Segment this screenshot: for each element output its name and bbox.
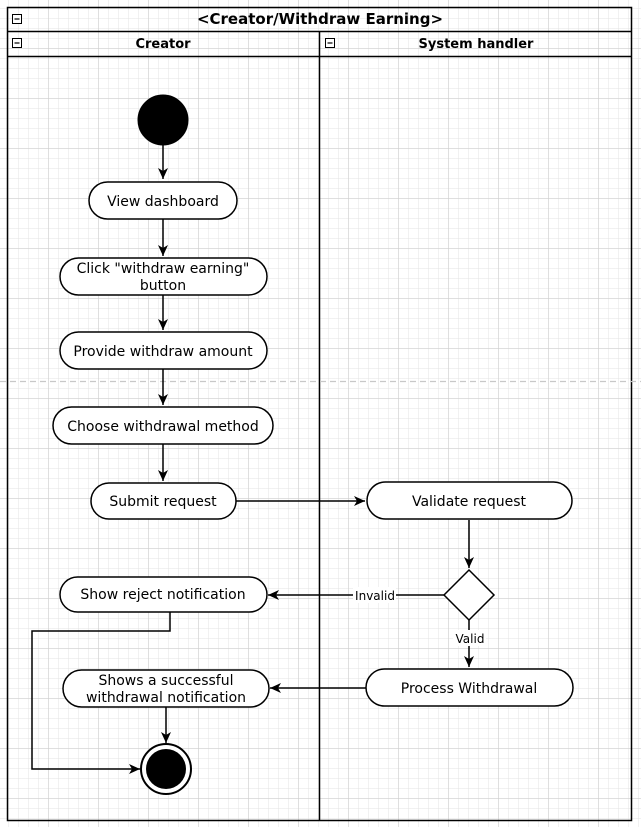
activity-show-success-label-line2: withdrawal notification: [86, 690, 246, 706]
start-node[interactable]: [137, 94, 189, 146]
activity-click-withdraw-label-line1: Click "withdraw earning": [77, 261, 250, 277]
edge-label-valid: Valid: [456, 632, 485, 646]
diagram-frame: [6, 6, 633, 822]
activity-submit-request[interactable]: Submit request: [90, 482, 237, 520]
creator-lane-collapse-icon[interactable]: [12, 38, 22, 48]
activity-choose-method-label: Choose withdrawal method: [67, 419, 259, 435]
edge-reject-to-end: [31, 612, 171, 774]
activity-submit-request-label: Submit request: [109, 494, 217, 510]
activity-show-success-label-line1: Shows a successful: [98, 673, 233, 689]
activity-view-dashboard[interactable]: View dashboard: [88, 181, 238, 220]
activity-process-withdrawal[interactable]: Process Withdrawal: [365, 668, 574, 707]
lane-creator-label: Creator: [135, 37, 191, 52]
activity-show-reject-label: Show reject notification: [80, 587, 245, 603]
activity-click-withdraw-button[interactable]: Click "withdraw earning" button: [59, 257, 268, 296]
activity-choose-withdrawal-method[interactable]: Choose withdrawal method: [52, 406, 274, 445]
activity-click-withdraw-label-line2: button: [140, 278, 186, 294]
end-node[interactable]: [140, 743, 192, 795]
activity-validate-request[interactable]: Validate request: [366, 481, 573, 520]
system-lane-collapse-icon[interactable]: [325, 38, 335, 48]
activity-view-dashboard-label: View dashboard: [107, 194, 219, 210]
diagram-title: <Creator/Withdraw Earning>: [197, 10, 443, 28]
activity-provide-amount-label: Provide withdraw amount: [73, 344, 253, 360]
title-collapse-icon[interactable]: [12, 14, 22, 24]
activity-validate-request-label: Validate request: [412, 494, 527, 510]
activity-process-withdrawal-label: Process Withdrawal: [401, 681, 538, 697]
activity-show-success-notification[interactable]: Shows a successful withdrawal notificati…: [62, 669, 270, 708]
lane-system-label: System handler: [419, 37, 535, 52]
activity-show-reject-notification[interactable]: Show reject notification: [59, 576, 268, 613]
activity-provide-withdraw-amount[interactable]: Provide withdraw amount: [59, 331, 268, 370]
edge-label-invalid: Invalid: [355, 589, 395, 603]
decision-node[interactable]: [442, 568, 496, 622]
